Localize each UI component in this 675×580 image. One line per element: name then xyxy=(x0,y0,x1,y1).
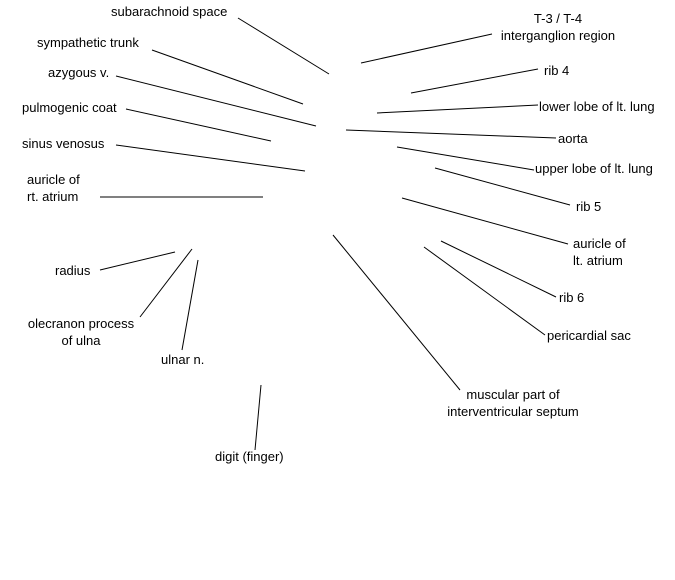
leader-radius xyxy=(99,251,176,271)
leader-ulnar-n xyxy=(181,259,199,351)
label-auricle-lt-atrium-line-1: auricle of xyxy=(573,236,626,251)
label-olecranon-process-line-1: olecranon process xyxy=(27,316,135,331)
label-muscular-part-septum-line-1: muscular part of xyxy=(466,387,560,402)
leader-rib-4 xyxy=(410,68,539,94)
label-ulnar-n: ulnar n. xyxy=(161,352,205,367)
leader-upper-lobe-lt-lung xyxy=(396,146,535,171)
label-sympathetic-trunk: sympathetic trunk xyxy=(37,35,139,50)
leader-muscular-part-septum xyxy=(332,234,461,391)
label-auricle-lt-atrium-line-2: lt. atrium xyxy=(573,253,623,268)
leader-pericardial-sac xyxy=(423,246,546,336)
leader-digit-finger xyxy=(254,384,262,451)
label-rib-4: rib 4 xyxy=(544,63,570,78)
label-rib-5: rib 5 xyxy=(576,199,602,214)
label-auricle-rt-atrium-line-1: auricle of xyxy=(27,172,80,187)
label-auricle-rt-atrium-line-2: rt. atrium xyxy=(27,189,79,204)
label-pericardial-sac: pericardial sac xyxy=(547,328,631,343)
label-subarachnoid-space: subarachnoid space xyxy=(111,4,228,19)
label-radius: radius xyxy=(55,263,91,278)
leader-aorta xyxy=(345,129,557,139)
label-olecranon-process-line-2: of ulna xyxy=(61,333,101,348)
leader-olecranon-process xyxy=(139,248,193,318)
label-upper-lobe-lt-lung: upper lobe of lt. lung xyxy=(535,161,653,176)
label-t3-t4-line-1: T-3 / T-4 xyxy=(533,11,583,26)
leader-subarachnoid-space xyxy=(237,17,330,75)
label-auricle-rt-atrium: auricle of rt. atrium xyxy=(27,171,80,205)
label-aorta: aorta xyxy=(558,131,588,146)
leader-lower-lobe-lt-lung xyxy=(376,104,539,114)
label-t3-t4: T-3 / T-4 interganglion region xyxy=(492,10,624,44)
label-t3-t4-line-2: interganglion region xyxy=(500,28,616,43)
leader-sympathetic-trunk xyxy=(151,49,304,105)
label-pulmogenic-coat: pulmogenic coat xyxy=(22,100,117,115)
label-muscular-part-septum: muscular part of interventricular septum xyxy=(438,386,588,420)
leader-sinus-venosus xyxy=(115,144,306,172)
label-rib-6: rib 6 xyxy=(559,290,585,305)
leader-auricle-lt-atrium xyxy=(401,197,569,245)
label-olecranon-process: olecranon process of ulna xyxy=(20,315,142,349)
label-digit-finger: digit (finger) xyxy=(215,449,284,464)
leader-t3-t4 xyxy=(360,33,493,64)
label-lower-lobe-lt-lung: lower lobe of lt. lung xyxy=(539,99,655,114)
label-muscular-part-septum-line-2: interventricular septum xyxy=(447,404,579,419)
leader-pulmogenic-coat xyxy=(125,108,272,142)
leader-rib-5 xyxy=(434,167,571,206)
label-sinus-venosus: sinus venosus xyxy=(22,136,105,151)
label-auricle-lt-atrium: auricle of lt. atrium xyxy=(573,235,626,269)
label-azygous-v: azygous v. xyxy=(48,65,110,80)
leader-rib-6 xyxy=(440,240,557,298)
leader-azygous-v xyxy=(115,75,317,127)
